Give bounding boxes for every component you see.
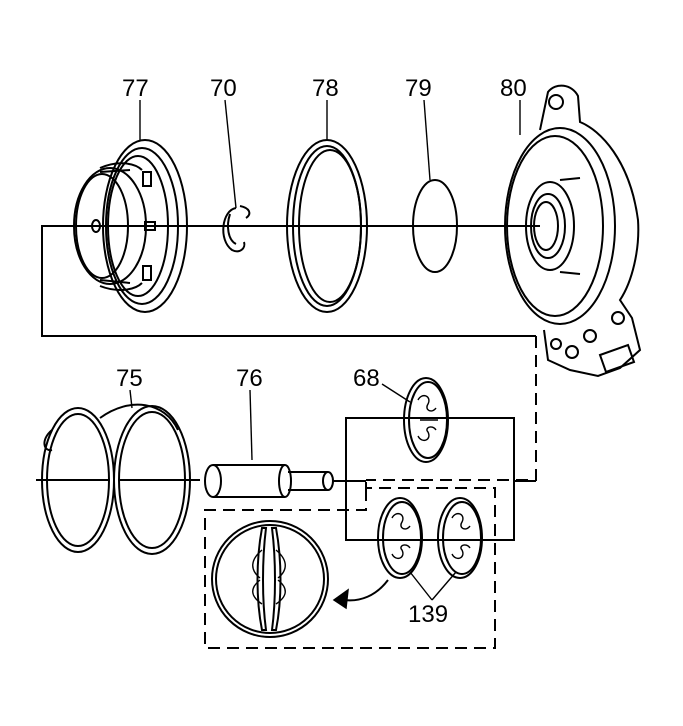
detail-view-box bbox=[204, 482, 496, 649]
callout-68: 68 bbox=[353, 365, 380, 392]
part-79-seal bbox=[412, 179, 458, 273]
callout-80: 80 bbox=[500, 75, 527, 102]
detail-arrow bbox=[332, 579, 389, 610]
callout-77: 77 bbox=[122, 75, 149, 102]
callout-139: 139 bbox=[408, 601, 448, 628]
callout-79: 79 bbox=[405, 75, 432, 102]
part-77-piston bbox=[73, 139, 188, 313]
part-78-seal bbox=[286, 139, 368, 313]
part-76-pin bbox=[204, 464, 366, 498]
callout-70: 70 bbox=[210, 75, 237, 102]
callout-75: 75 bbox=[116, 365, 143, 392]
part-139-discs bbox=[345, 481, 515, 579]
callout-78: 78 bbox=[312, 75, 339, 102]
dashed-connector-main bbox=[366, 336, 537, 481]
part-70-snap-ring bbox=[222, 205, 251, 253]
part-80-housing bbox=[504, 84, 642, 378]
top-axis bbox=[41, 225, 540, 337]
leader-lines bbox=[129, 99, 521, 601]
part-68-disc bbox=[345, 377, 536, 482]
part-75-rings bbox=[36, 403, 200, 555]
callout-76: 76 bbox=[236, 365, 263, 392]
